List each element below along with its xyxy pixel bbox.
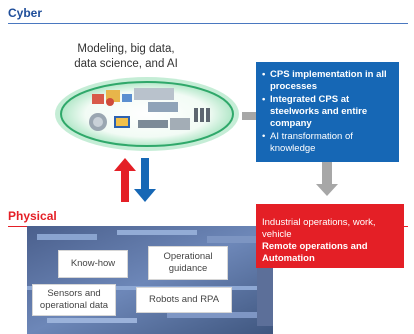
operational-guidance-tag: Operational guidance	[148, 246, 228, 280]
connector-arrow-shaft	[322, 162, 332, 184]
cyber-connector-line	[242, 112, 262, 120]
physical-label: Physical	[8, 209, 57, 223]
connector-arrow-icon	[316, 184, 338, 196]
cyber-caption-line1: Modeling, big data,	[77, 43, 175, 55]
cps-implementation-box: CPS implementation in all processes Inte…	[256, 62, 399, 162]
red-box-line2: Remote operations and Automation	[262, 241, 368, 264]
cyber-physical-arrows	[114, 158, 162, 202]
blue-box-item: AI transformation of knowledge	[262, 131, 393, 155]
cyber-label: Cyber	[8, 6, 43, 20]
cyber-divider	[8, 23, 408, 24]
cyber-caption-line2: data science, and AI	[74, 58, 178, 70]
cyber-caption: Modeling, big data, data science, and AI	[56, 42, 196, 72]
blue-box-item: CPS implementation in all processes	[262, 69, 393, 93]
know-how-tag: Know-how	[58, 250, 128, 278]
sensors-data-tag: Sensors and operational data	[32, 284, 116, 316]
cyber-cloud-icon	[52, 74, 242, 154]
red-box-line1: Industrial operations, work, vehicle	[262, 217, 376, 240]
remote-operations-box: Industrial operations, work, vehicle Rem…	[256, 204, 404, 268]
robots-rpa-tag: Robots and RPA	[136, 287, 232, 313]
up-arrow-icon	[114, 158, 136, 202]
steelworks-photo	[27, 226, 273, 334]
down-arrow-icon	[134, 158, 156, 202]
blue-box-item: Integrated CPS at steelworks and entire …	[262, 94, 393, 130]
